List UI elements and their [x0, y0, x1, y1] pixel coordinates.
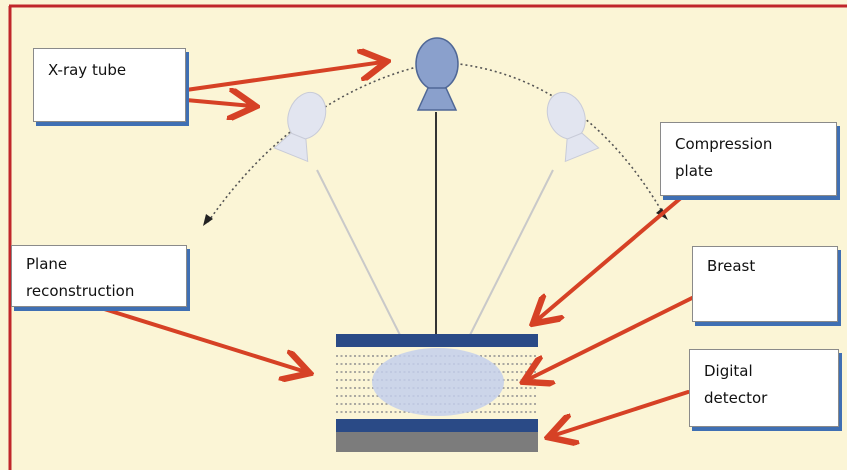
- beam-left: [316, 169, 401, 336]
- digital-detector-label: Digital detector: [689, 349, 839, 427]
- breast-shape: [372, 348, 504, 416]
- arrow-xray-tube-upper: [184, 62, 383, 92]
- arrow-xray-tube-lower: [184, 100, 252, 106]
- compression-plate-label: Compression plate: [660, 122, 837, 196]
- xray-tube-ghost-icon: [273, 91, 327, 163]
- xray-tube-label: X-ray tube: [33, 48, 186, 122]
- arrow-breast: [527, 296, 694, 380]
- plane-reconstruction-label-line2: reconstruction: [26, 282, 135, 300]
- plane-reconstruction-label: Plane reconstruction: [11, 245, 187, 307]
- breast-label: Breast: [692, 246, 838, 322]
- arrow-digital-detector: [552, 390, 690, 436]
- breast-label-text: Breast: [707, 257, 756, 275]
- digital-detector-label-line2: detector: [704, 389, 768, 407]
- beam-right: [469, 169, 554, 336]
- digital-detector-label-line1: Digital: [704, 362, 753, 380]
- plane-reconstruction-label-line1: Plane: [26, 255, 68, 273]
- arc-end-left-arrow: [203, 214, 213, 226]
- digital-detector-plate: [336, 432, 538, 452]
- tube-motion-arc: [207, 61, 665, 223]
- arrow-plane-reconstruction: [99, 306, 306, 372]
- xray-tube-ghost-icon: [546, 91, 600, 163]
- arrow-compression-plate: [536, 195, 684, 321]
- support-plate: [336, 419, 538, 432]
- xray-tube-label-text: X-ray tube: [48, 61, 127, 79]
- compression-plate-label-line2: plate: [675, 162, 713, 180]
- compression-plate: [336, 334, 538, 347]
- compression-plate-label-line1: Compression: [675, 135, 773, 153]
- xray-tube-icon: [415, 37, 459, 111]
